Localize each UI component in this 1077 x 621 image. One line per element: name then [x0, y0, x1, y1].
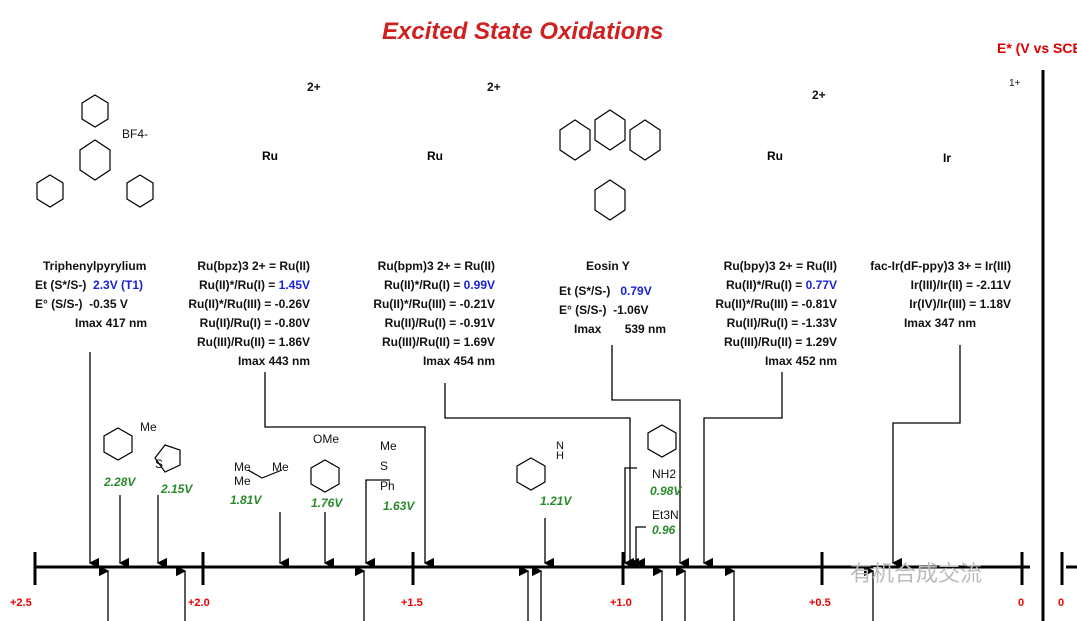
charge: 2+: [487, 80, 501, 94]
property-line: Ru(II)/Ru(I) = -1.33V: [726, 316, 837, 330]
property-value: -1.06V: [613, 303, 649, 317]
oxidation-potential: 1.63V: [383, 499, 415, 513]
substrate-label: Me S Ph: [380, 439, 397, 493]
property-label: Imax: [574, 322, 602, 336]
substrate-label: Me: [140, 420, 157, 434]
property-label: Ru(II)*/Ru(I) =: [198, 278, 279, 292]
catalyst-properties: fac-Ir(dF-ppy)3 3+ = Ir(III) Ir(III)/Ir(…: [870, 257, 1011, 333]
property-line: Imax 347 nm: [903, 316, 976, 330]
property-label: Ru(II)*/Ru(I) =: [383, 278, 464, 292]
catalyst-name: Triphenylpyrylium: [43, 259, 147, 273]
catalyst-name: Ru(bpy)3 2+ = Ru(II): [723, 259, 837, 273]
catalyst-name: Ru(bpm)3 2+ = Ru(II): [377, 259, 495, 273]
property-label: Et (S*/S-): [35, 278, 87, 292]
catalyst-properties: Et (S*/S-) 2.3V (T1) E° (S/S-) -0.35 V I…: [35, 276, 147, 333]
oxidation-potential: 2.28V: [104, 475, 136, 489]
catalyst-properties: Ru(bpm)3 2+ = Ru(II) Ru(II)*/Ru(I) = 0.9…: [373, 257, 495, 371]
oxidation-potential: 0.98V: [650, 484, 682, 498]
property-label: Imax: [75, 316, 103, 330]
oxidation-potential: 1.76V: [311, 496, 343, 510]
property-value: 539 nm: [624, 322, 667, 336]
substrate-label: N H: [556, 440, 564, 462]
property-label: E° (S/S-): [559, 303, 607, 317]
property-line: Ru(III)/Ru(II) = 1.86V: [196, 335, 310, 349]
svg-text:Ir: Ir: [943, 151, 951, 165]
tick-label: +2.5: [10, 597, 32, 609]
property-value: -0.35 V: [89, 297, 128, 311]
catalyst-name: Ru(bpz)3 2+ = Ru(II): [197, 259, 310, 273]
substrate-label: NH2: [652, 467, 677, 481]
substrate-label: S: [155, 457, 164, 471]
property-line: Ru(II)*/Ru(III) = -0.81V: [715, 297, 837, 311]
property-value: 1.45V: [278, 278, 310, 292]
tick-label: 0: [1018, 597, 1025, 609]
catalyst-properties: Ru(bpz)3 2+ = Ru(II) Ru(II)*/Ru(I) = 1.4…: [188, 257, 310, 371]
property-value: 2.3V (T1): [93, 278, 144, 292]
property-line: Ru(III)/Ru(II) = 1.69V: [381, 335, 495, 349]
property-line: Ru(II)/Ru(I) = -0.91V: [384, 316, 495, 330]
tick-label: 0: [1058, 597, 1065, 609]
property-line: Imax 454 nm: [422, 354, 495, 368]
structure-drawings: [36, 94, 677, 493]
axis-title: E* (V vs SCE: [997, 40, 1077, 56]
property-value: 417 nm: [105, 316, 148, 330]
charge: 2+: [812, 88, 826, 102]
catalyst-properties: Et (S*/S-) 0.79V E° (S/S-) -1.06V Imax 5…: [559, 282, 666, 339]
property-line: Imax 452 nm: [764, 354, 837, 368]
substrate-label: Me Me Me: [234, 460, 289, 488]
property-label: Ru(II)*/Ru(I) =: [725, 278, 806, 292]
catalyst-name: Eosin Y: [586, 259, 630, 273]
catalyst-name: fac-Ir(dF-ppy)3 3+ = Ir(III): [870, 259, 1011, 273]
charge: 2+: [307, 80, 321, 94]
tick-label: +1.5: [401, 597, 423, 609]
catalyst-properties: Ru(bpy)3 2+ = Ru(II) Ru(II)*/Ru(I) = 0.7…: [715, 257, 837, 371]
svg-text:Ru: Ru: [262, 149, 278, 163]
oxidation-potential: 0.96: [652, 523, 676, 537]
tick-label: +0.5: [809, 597, 831, 609]
property-line: Ru(II)*/Ru(III) = -0.21V: [373, 297, 495, 311]
property-line: Ru(II)*/Ru(III) = -0.26V: [188, 297, 310, 311]
property-value: 0.77V: [805, 278, 837, 292]
property-line: Ir(III)/Ir(II) = -2.11V: [910, 278, 1011, 292]
oxidation-potential: 1.81V: [230, 493, 262, 507]
property-line: Ru(II)/Ru(I) = -0.80V: [199, 316, 310, 330]
oxidation-potential: 1.21V: [540, 494, 572, 508]
oxidation-potential: 2.15V: [161, 482, 193, 496]
tick-label: +2.0: [188, 597, 210, 609]
property-line: Ir(IV)/Ir(III) = 1.18V: [909, 297, 1011, 311]
svg-text:Ru: Ru: [767, 149, 783, 163]
watermark: 有机合成交流: [850, 561, 983, 586]
property-line: Imax 443 nm: [237, 354, 310, 368]
substrate-label: Et3N: [652, 508, 679, 522]
property-label: Et (S*/S-): [559, 284, 611, 298]
diagram-title: Excited State Oxidations: [382, 18, 664, 45]
property-value: 0.79V: [620, 284, 652, 298]
property-value: 0.99V: [463, 278, 495, 292]
substrate-label: OMe: [313, 432, 340, 446]
charge: 1+: [1009, 78, 1021, 89]
counterion: BF4-: [122, 127, 149, 141]
svg-text:Ru: Ru: [427, 149, 443, 163]
tick-label: +1.0: [610, 597, 632, 609]
property-line: Ru(III)/Ru(II) = 1.29V: [723, 335, 837, 349]
property-label: E° (S/S-): [35, 297, 83, 311]
